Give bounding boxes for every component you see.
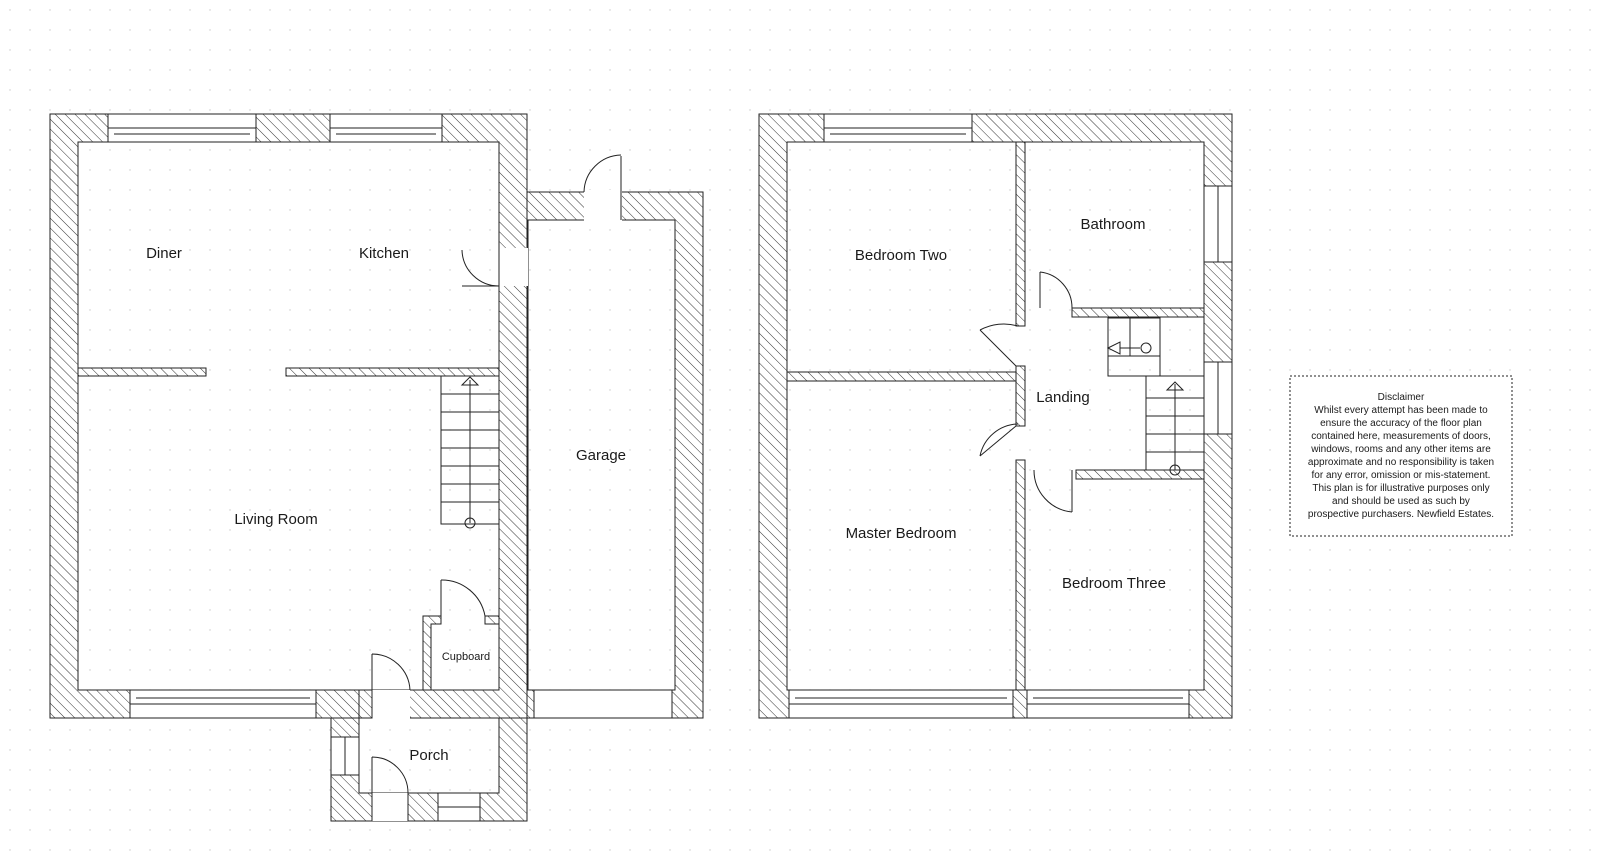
disclaimer-line: windows, rooms and any other items are [1310,444,1491,455]
disclaimer-line: Whilst every attempt has been made to [1314,405,1488,416]
door-bedroom-two [979,323,1019,367]
disclaimer-line: contained here, measurements of doors, [1311,431,1491,442]
internal-wall-left [77,367,207,377]
label-garage: Garage [576,447,626,464]
garage-door [533,689,673,719]
wall-landing-master-lower [1015,459,1026,691]
door-porch-house [371,653,411,718]
label-bedroom-two: Bedroom Two [855,247,947,264]
door-bedroom-three [1033,469,1073,513]
disclaimer-box: Disclaimer Whilst every attempt has been… [1289,375,1513,537]
label-landing: Landing [1036,389,1089,406]
internal-wall-right [285,367,500,377]
label-bathroom: Bathroom [1080,216,1145,233]
garage-walls [526,191,704,719]
disclaimer-line: ensure the accuracy of the floor plan [1320,418,1482,429]
label-cupboard: Cupboard [442,651,490,663]
wall-landing-master-upper [1015,365,1026,427]
first-floor-stairs [1106,317,1205,476]
disclaimer-line: This plan is for illustrative purposes o… [1312,483,1489,494]
door-master-bedroom [979,423,1019,457]
wall-bed3-top [1075,469,1205,480]
label-kitchen: Kitchen [359,245,409,262]
wall-bed2-master [786,371,1019,382]
label-bedroom-three: Bedroom Three [1062,575,1166,592]
disclaimer-line: approximate and no responsibility is tak… [1308,457,1494,468]
disclaimer-line: prospective purchasers. Newfield Estates… [1308,509,1494,520]
label-living-room: Living Room [234,511,317,528]
ground-floor: Diner Kitchen Living Room Garage Cupboar… [49,113,704,822]
wall-bed2-landing [1015,141,1026,327]
door-kitchen-garage [461,248,500,287]
door-bathroom [1039,271,1073,309]
cupboard [422,579,500,691]
label-diner: Diner [146,245,182,262]
first-floor-outer-walls [758,113,1233,719]
door-garage-top [583,154,622,220]
disclaimer-title: Disclaimer [1378,392,1425,403]
label-porch: Porch [409,747,448,764]
label-master-bedroom: Master Bedroom [846,525,957,542]
ground-floor-stairs [440,375,500,529]
disclaimer-line: for any error, omission or mis-statement… [1312,470,1491,481]
disclaimer-line: and should be used as such by [1332,496,1470,507]
wall-bathroom-bottom [1071,307,1205,318]
first-floor: Bedroom Two Bathroom Landing Master Bedr… [758,113,1233,719]
